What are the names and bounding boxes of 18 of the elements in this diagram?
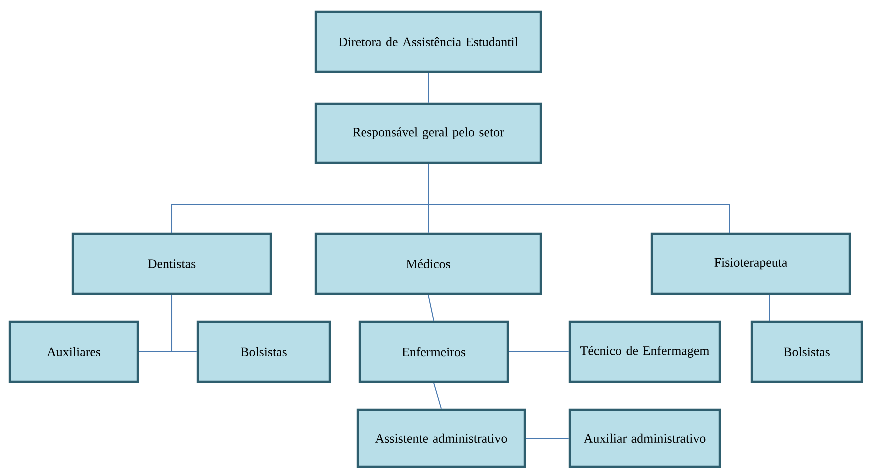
connector-line xyxy=(526,438,570,439)
connector-line xyxy=(428,294,434,322)
connector-line xyxy=(434,382,442,410)
connector-line xyxy=(428,72,429,104)
org-box: Técnico de Enfermagem xyxy=(568,320,722,384)
org-box: Bolsistas xyxy=(196,320,332,384)
org-box: Assistente administrativo xyxy=(356,408,526,468)
org-box: Enfermeiros xyxy=(358,320,510,384)
org-box: Médicos xyxy=(314,232,542,296)
org-box: Diretora de Assistência Estudantil xyxy=(314,10,542,74)
org-box: Auxiliar administrativo xyxy=(568,408,722,468)
org-box: Auxiliares xyxy=(8,320,140,384)
org-box: Fisioterapeuta xyxy=(650,232,852,296)
connector-line xyxy=(172,294,198,352)
connector-line xyxy=(428,164,730,234)
org-box: Dentistas xyxy=(72,232,272,296)
org-box: Responsável geral pelo setor xyxy=(314,102,542,164)
org-box: Bolsistas xyxy=(750,320,864,384)
